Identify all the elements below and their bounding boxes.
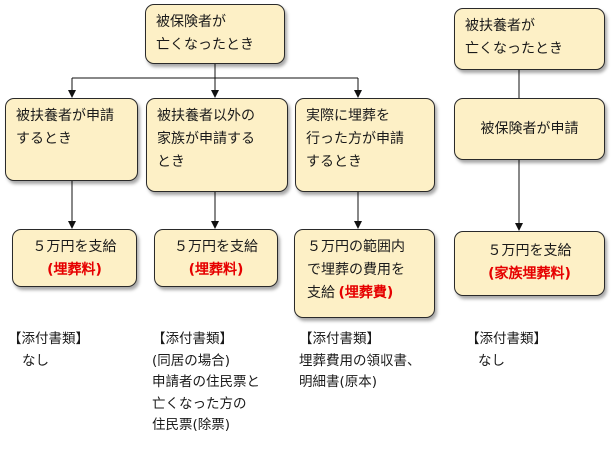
right-benefit-amount: ５万円を支給 [487, 243, 572, 259]
benefit-node-burial-fee-2: ５万円を支給 (埋葬料) [154, 229, 278, 287]
right-root-line-2: 亡くなったとき [465, 41, 563, 57]
benefit-3-prefix: 支給 [307, 285, 335, 301]
root-node-insured-death: 被保険者が 亡くなったとき [145, 4, 285, 64]
root-line-1: 被保険者が [156, 14, 226, 30]
attachment-3-line-1: 埋葬費用の領収書、 [299, 352, 421, 369]
attachment-2-title: 【添付書類】 [152, 331, 233, 347]
right-root-line-1: 被扶養者が [465, 18, 535, 34]
root-line-2: 亡くなったとき [156, 37, 254, 53]
attachment-note-3: 【添付書類】 埋葬費用の領収書、 明細書(原本) [299, 329, 421, 394]
benefit-1-name: (埋葬料) [47, 262, 102, 278]
case-node-insured-applicant: 被保険者が申請 [454, 98, 605, 160]
benefit-3-line-1: ５万円の範囲内 [307, 239, 405, 255]
benefit-node-burial-expenses: ５万円の範囲内 で埋葬の費用を 支給 (埋葬費) [294, 229, 435, 318]
attachment-1-line-1: なし [22, 352, 49, 369]
attachment-3-line-2: 明細書(原本) [299, 374, 378, 390]
case-node-other-family-applicant: 被扶養者以外の 家族が申請する とき [146, 98, 288, 192]
attachment-note-2: 【添付書類】 (同居の場合) 申請者の住民票と 亡くなった方の 住民票(除票) [152, 329, 260, 437]
case-2-line-3: とき [157, 154, 185, 170]
root-node-dependent-death: 被扶養者が 亡くなったとき [454, 8, 605, 70]
benefit-3-line-2: で埋葬の費用を [307, 262, 405, 278]
benefit-2-name: (埋葬料) [188, 262, 244, 278]
benefit-node-family-burial-fee: ５万円を支給 (家族埋葬料) [454, 231, 605, 296]
attachment-note-4: 【添付書類】 なし [466, 329, 547, 372]
case-3-line-1: 実際に埋葬を [306, 108, 390, 124]
case-1-line-2: するとき [16, 131, 72, 147]
attachment-3-title: 【添付書類】 [299, 331, 380, 347]
case-3-line-2: 行った方が申請 [306, 131, 404, 147]
case-node-burial-performer-applicant: 実際に埋葬を 行った方が申請 するとき [295, 98, 435, 192]
attachment-note-1: 【添付書類】 なし [8, 329, 89, 372]
case-node-dependent-applicant: 被扶養者が申請 するとき [5, 98, 138, 181]
right-case-label: 被保険者が申請 [480, 120, 579, 137]
benefit-2-amount: ５万円を支給 [174, 239, 258, 255]
benefit-3-name: (埋葬費) [338, 285, 394, 301]
case-1-line-1: 被扶養者が申請 [16, 108, 114, 124]
attachment-4-title: 【添付書類】 [466, 331, 547, 347]
attachment-2-line-4: 住民票(除票) [152, 417, 231, 433]
case-2-line-2: 家族が申請する [157, 131, 255, 147]
benefit-node-burial-fee-1: ５万円を支給 (埋葬料) [12, 229, 137, 287]
attachment-2-line-3: 亡くなった方の [152, 395, 247, 412]
attachment-1-title: 【添付書類】 [8, 331, 89, 347]
right-benefit-name: (家族埋葬料) [488, 266, 571, 282]
attachment-2-line-1: (同居の場合) [152, 352, 231, 369]
attachment-2-line-2: 申請者の住民票と [152, 374, 260, 390]
attachment-4-line-1: なし [478, 352, 505, 369]
case-3-line-3: するとき [306, 154, 362, 170]
case-2-line-1: 被扶養者以外の [157, 108, 255, 124]
benefit-1-amount: ５万円を支給 [32, 239, 117, 255]
